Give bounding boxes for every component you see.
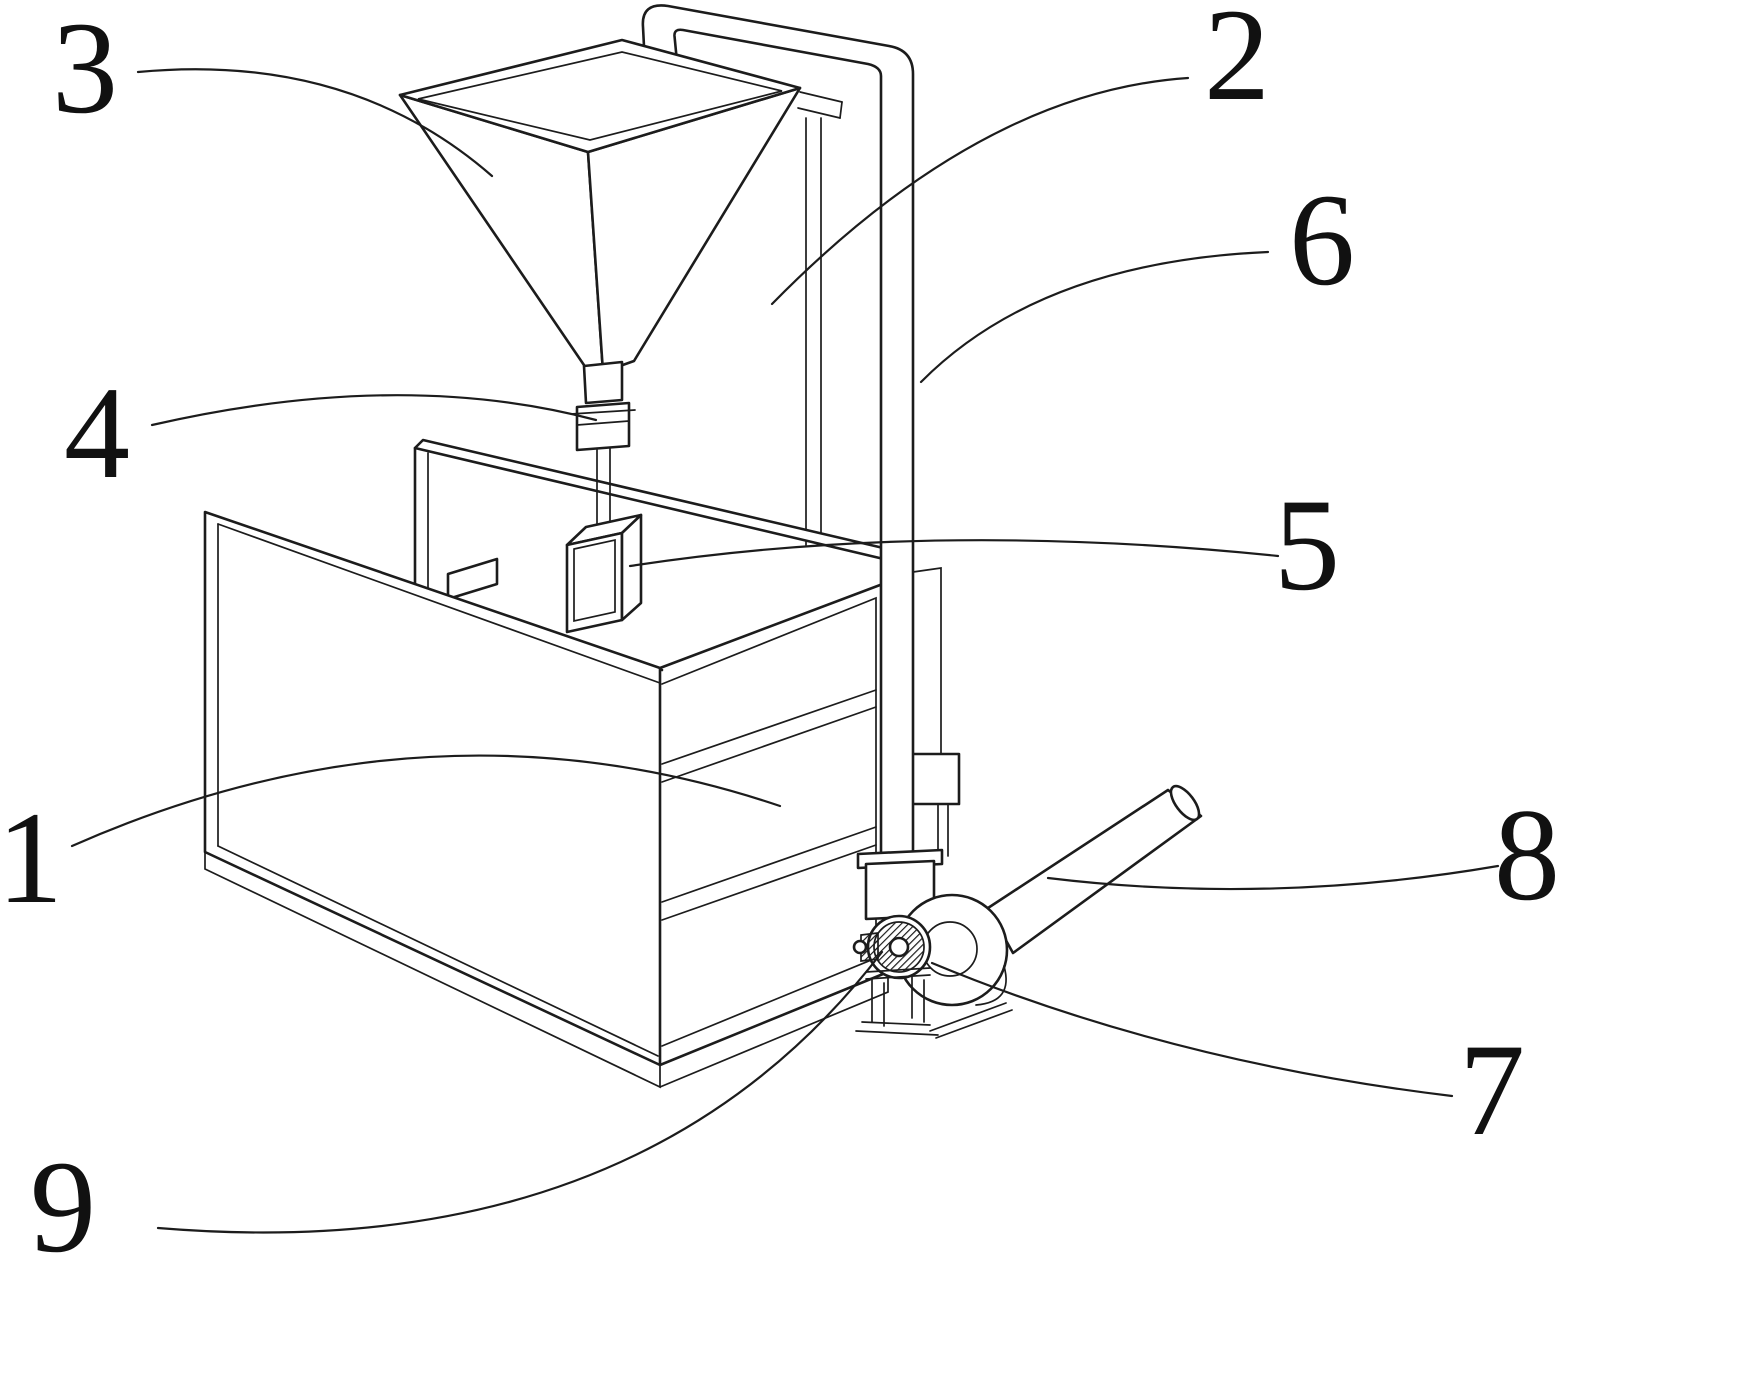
leader-7	[932, 963, 1452, 1096]
motor-stand	[856, 968, 1012, 1038]
leader-8	[1048, 866, 1498, 889]
pipe-mount-panel	[903, 568, 959, 858]
tank	[205, 512, 888, 1087]
drop-rod	[597, 448, 610, 532]
ref-numeral-5: 5	[1274, 471, 1340, 618]
fan-motor	[854, 916, 930, 978]
inlet-flange	[858, 850, 942, 919]
blower-assembly	[854, 782, 1204, 1038]
feed-pipe	[643, 5, 913, 870]
hopper-spout	[584, 362, 622, 403]
leader-5	[630, 540, 1278, 566]
leader-9	[158, 952, 882, 1232]
ref-numeral-4: 4	[64, 359, 130, 506]
outlet-pipe	[988, 782, 1204, 953]
hopper	[400, 40, 800, 532]
discharge-valve	[571, 403, 635, 450]
ref-numeral-2: 2	[1204, 0, 1270, 128]
ref-numeral-7: 7	[1459, 1016, 1525, 1163]
ref-numeral-1: 1	[0, 784, 63, 931]
chute-box	[567, 515, 641, 632]
fan-casing	[897, 895, 1007, 1005]
support-bracket	[798, 92, 842, 545]
ref-numeral-9: 9	[30, 1133, 96, 1280]
leader-6	[921, 252, 1268, 382]
leader-1	[72, 756, 780, 846]
leader-2	[772, 78, 1188, 304]
leader-lines	[72, 69, 1498, 1232]
leader-4	[152, 395, 596, 425]
leader-3	[138, 69, 492, 176]
ref-numeral-3: 3	[52, 0, 118, 141]
ref-numeral-6: 6	[1289, 166, 1355, 313]
ref-numeral-8: 8	[1494, 781, 1560, 928]
